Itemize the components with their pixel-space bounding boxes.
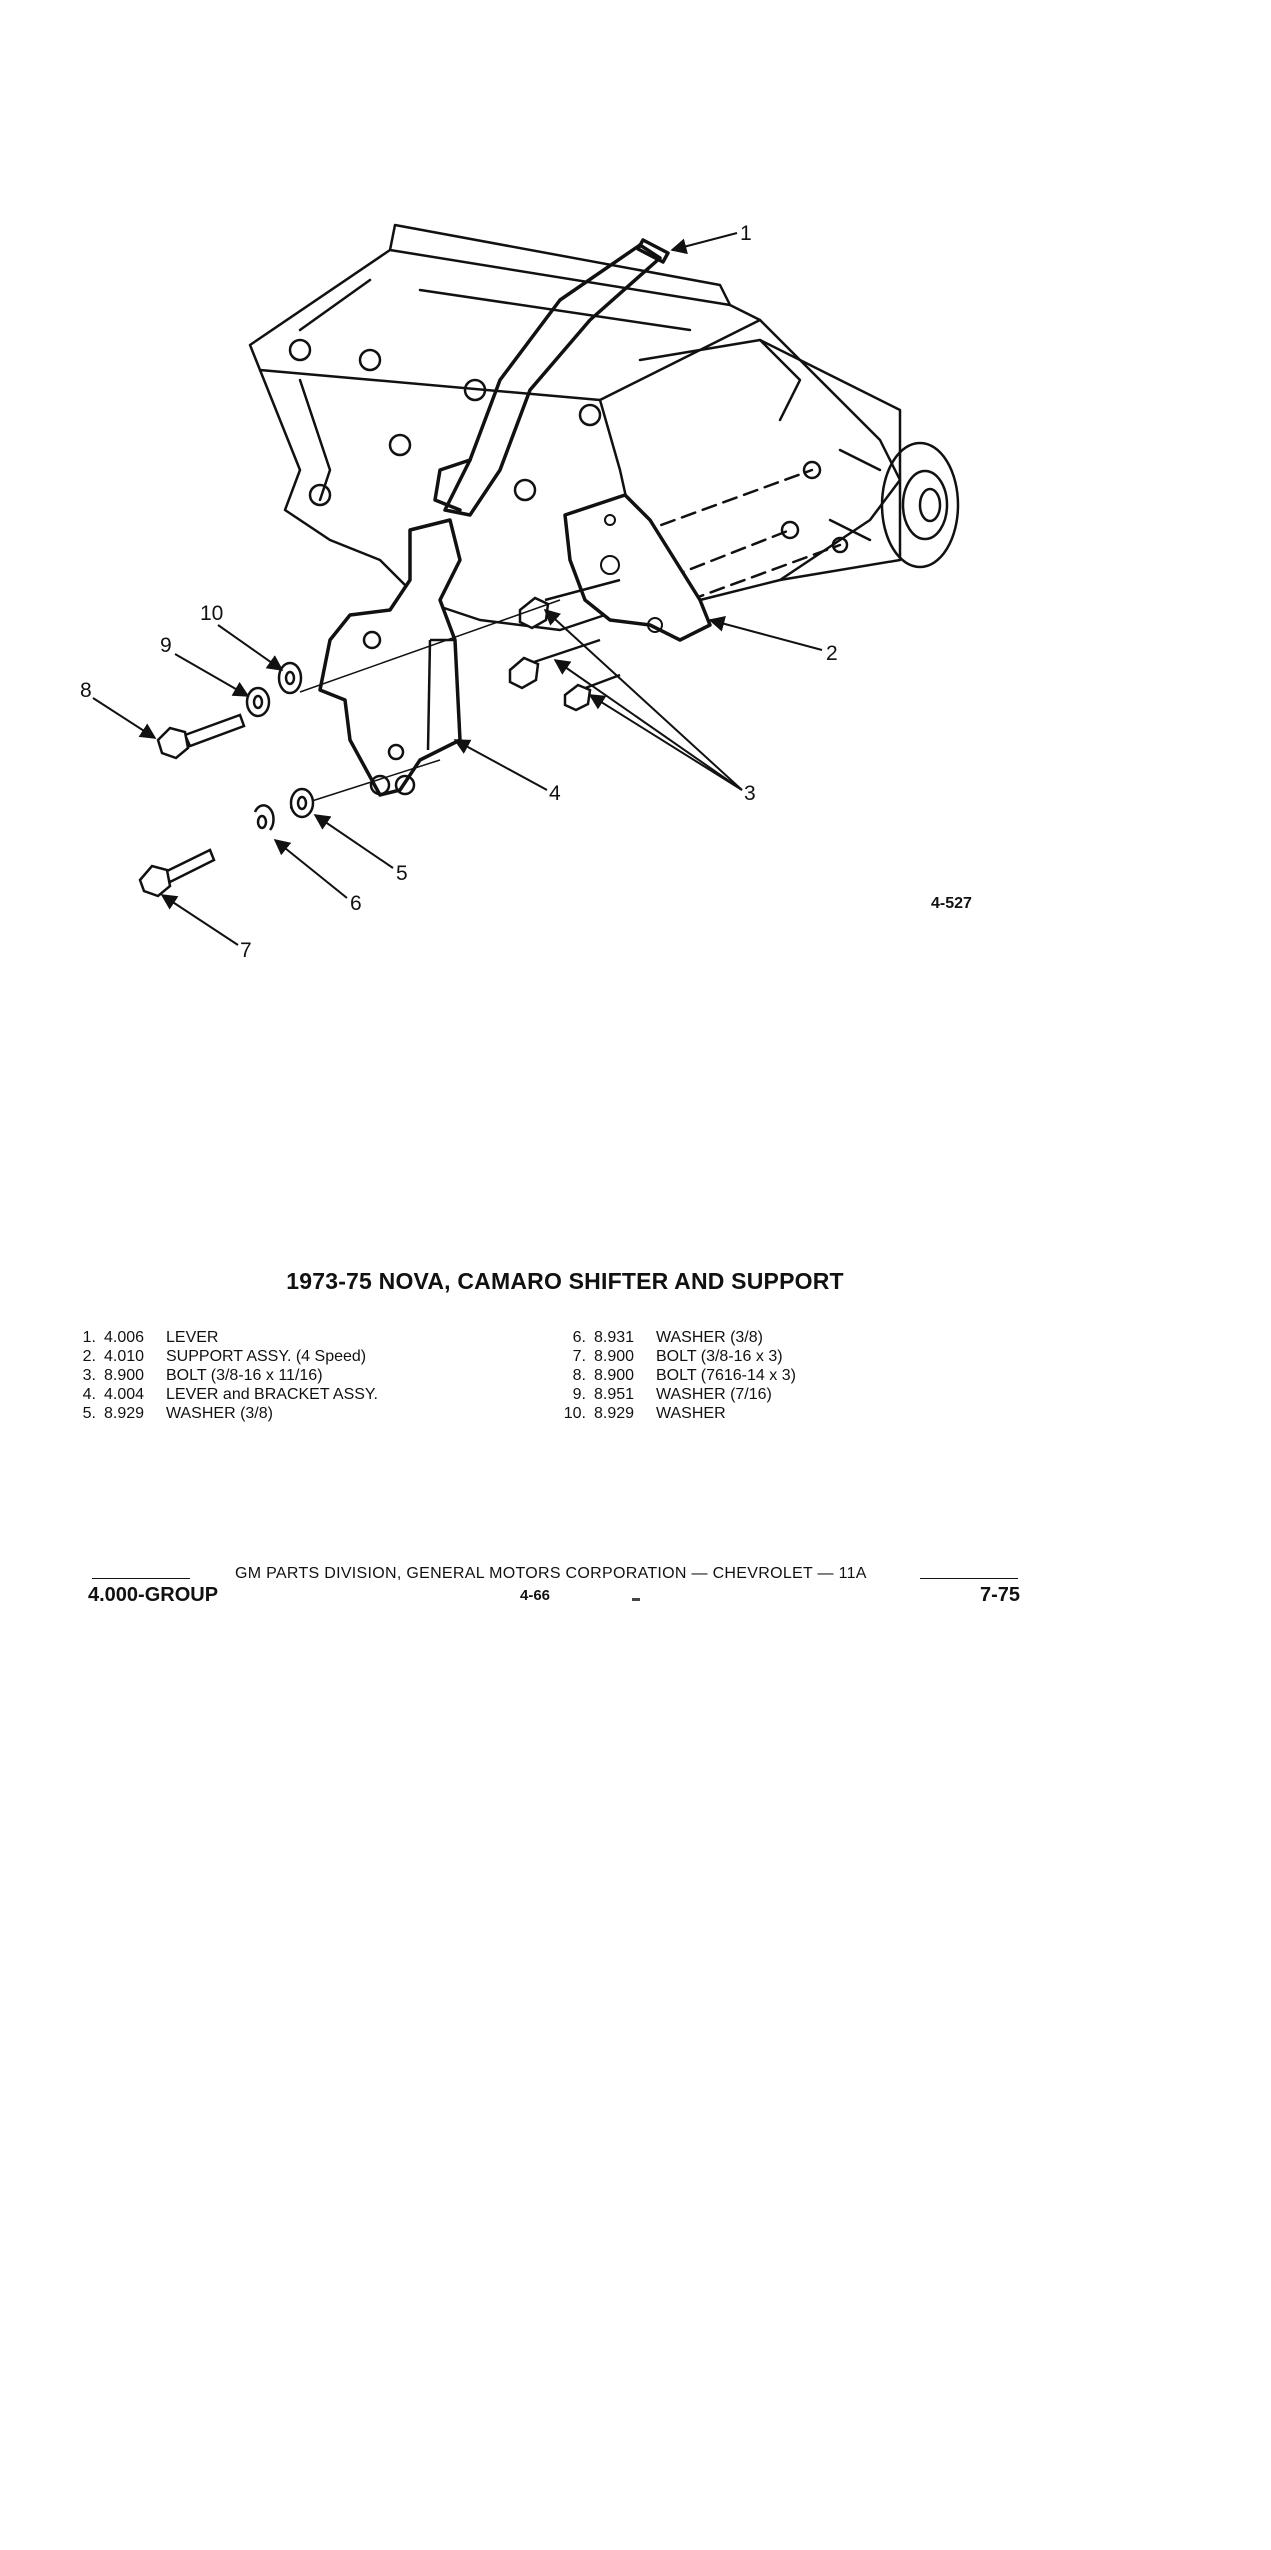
parts-row: 7. 8.900 BOLT (3/8-16 x 3) — [560, 1347, 796, 1366]
callout-2: 2 — [826, 642, 838, 665]
footer-page-number: 4-66 — [520, 1587, 551, 1604]
part-number: 10. — [563, 1405, 586, 1422]
part-code: 8.929 — [104, 1405, 145, 1422]
parts-row: 10. 8.929 WASHER — [560, 1404, 796, 1423]
part-description: BOLT (7616-14 x 3) — [656, 1367, 796, 1384]
callout-3: 3 — [744, 782, 756, 805]
callout-5: 5 — [396, 862, 408, 885]
parts-row: 6. 8.931 WASHER (3/8) — [560, 1328, 796, 1347]
parts-row: 1. 4.006 LEVER — [70, 1328, 378, 1347]
tailshaft-housing — [758, 338, 902, 582]
part-number: 4. — [82, 1386, 96, 1403]
part-number: 2. — [82, 1348, 96, 1365]
shift-lever — [443, 243, 662, 517]
part-description: BOLT (3/8-16 x 11/16) — [166, 1367, 323, 1384]
callout-4: 4 — [549, 782, 561, 805]
parts-list-right: 6. 8.931 WASHER (3/8) 7. 8.900 BOLT (3/8… — [560, 1328, 796, 1423]
footer-rule-right — [920, 1578, 1018, 1579]
scan-speck — [632, 1598, 640, 1601]
part-number: 1. — [82, 1329, 96, 1346]
callout-6: 6 — [350, 892, 362, 915]
shifter-exploded-diagram: 1 2 3 4 5 6 7 8 9 10 — [80, 222, 960, 962]
callout-10: 10 — [200, 602, 223, 625]
parts-row: 8. 8.900 BOLT (7616-14 x 3) — [560, 1366, 796, 1385]
part-code: 4.010 — [104, 1348, 145, 1365]
part-code: 4.006 — [104, 1329, 145, 1346]
callout-7: 7 — [240, 939, 252, 962]
footer-group: 4.000-GROUP — [88, 1584, 219, 1606]
parts-list-left: 1. 4.006 LEVER 2. 4.010 SUPPORT ASSY. (4… — [70, 1328, 378, 1423]
transmission-case — [258, 318, 902, 632]
part-code: 4.004 — [104, 1386, 145, 1403]
part-description: BOLT (3/8-16 x 3) — [656, 1348, 783, 1365]
bolt-8 — [183, 713, 246, 748]
parts-row: 3. 8.900 BOLT (3/8-16 x 11/16) — [70, 1366, 378, 1385]
part-number: 5. — [82, 1405, 96, 1422]
part-description: WASHER (7/16) — [656, 1386, 772, 1403]
parts-row: 4. 4.004 LEVER and BRACKET ASSY. — [70, 1385, 378, 1404]
callout-8: 8 — [80, 679, 92, 702]
footer-publisher: GM PARTS DIVISION, GENERAL MOTORS CORPOR… — [235, 1565, 867, 1582]
part-number: 3. — [82, 1367, 96, 1384]
part-code: 8.900 — [594, 1348, 635, 1365]
figure-code: 4-527 — [931, 895, 972, 912]
callout-9: 9 — [160, 634, 172, 657]
part-code: 8.951 — [594, 1386, 635, 1403]
part-number: 7. — [572, 1348, 586, 1365]
callout-1: 1 — [740, 222, 752, 245]
bolt-7 — [163, 848, 216, 884]
part-description: WASHER (3/8) — [656, 1329, 763, 1346]
parts-row: 9. 8.951 WASHER (7/16) — [560, 1385, 796, 1404]
transmission-top-cover — [248, 248, 762, 402]
part-code: 8.931 — [594, 1329, 635, 1346]
part-code: 8.900 — [594, 1367, 635, 1384]
part-code: 8.900 — [104, 1367, 145, 1384]
page-title: 1973-75 NOVA, CAMARO SHIFTER AND SUPPORT — [286, 1268, 844, 1294]
parts-row: 2. 4.010 SUPPORT ASSY. (4 Speed) — [70, 1347, 378, 1366]
parts-row: 5. 8.929 WASHER (3/8) — [70, 1404, 378, 1423]
part-number: 9. — [572, 1386, 586, 1403]
support-bracket — [563, 493, 712, 642]
part-description: LEVER and BRACKET ASSY. — [166, 1386, 378, 1403]
part-description: LEVER — [166, 1329, 219, 1346]
part-number: 6. — [572, 1329, 586, 1346]
footer-date: 7-75 — [980, 1584, 1021, 1606]
footer-rule-left — [92, 1578, 190, 1579]
part-description: WASHER — [656, 1405, 726, 1422]
part-code: 8.929 — [594, 1405, 635, 1422]
part-description: SUPPORT ASSY. (4 Speed) — [166, 1348, 367, 1365]
part-description: WASHER (3/8) — [166, 1405, 273, 1422]
part-number: 8. — [572, 1367, 586, 1384]
